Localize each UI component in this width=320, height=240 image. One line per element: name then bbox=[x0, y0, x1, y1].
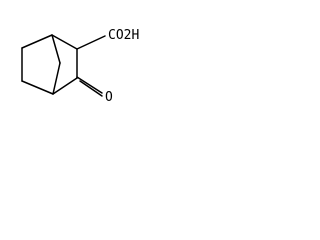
bond-carbonyl-b bbox=[79, 80, 103, 97]
structure-diagram: CO2H O bbox=[21, 28, 139, 105]
bond-c2-carboxyl bbox=[76, 35, 106, 50]
substituent-bonds bbox=[76, 35, 106, 97]
carbonyl-oxygen-label: O bbox=[105, 90, 113, 105]
bond-c1-c7 bbox=[51, 34, 61, 64]
bond-carbonyl-a bbox=[76, 76, 103, 94]
ring-bonds bbox=[21, 34, 78, 95]
bond-c6-c1 bbox=[21, 34, 53, 49]
carboxyl-group-label: CO2H bbox=[108, 28, 139, 43]
bond-c1-c2 bbox=[51, 34, 78, 50]
bond-c4-c5 bbox=[21, 80, 54, 95]
bond-c7-c4 bbox=[52, 62, 61, 95]
bridge-bonds bbox=[51, 34, 61, 95]
bond-c3-c4 bbox=[52, 77, 78, 95]
